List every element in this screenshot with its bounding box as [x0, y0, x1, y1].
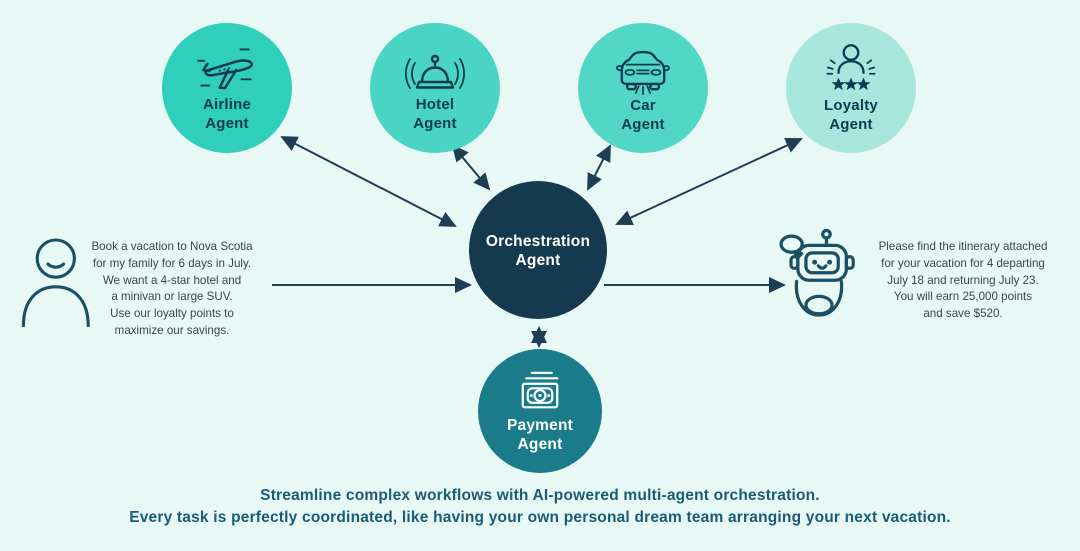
agent-label-payment: Payment Agent — [506, 416, 573, 453]
footer-line-1: Streamline complex workflows with AI-pow… — [260, 487, 820, 504]
agent-node-payment: Payment Agent — [478, 349, 602, 473]
agent-node-hotel: Hotel Agent — [370, 23, 500, 153]
assistant-reply-text: Please find the itinerary attached for y… — [878, 240, 1048, 321]
arrow-car-orchestration — [587, 144, 611, 191]
agent-node-orchestration: Orchestration Agent — [469, 181, 607, 319]
agent-node-loyalty: Loyalty Agent — [786, 23, 916, 153]
agent-node-car: Car Agent — [578, 23, 708, 153]
footer-line-2: Every task is perfectly coordinated, lik… — [129, 509, 951, 527]
footer-caption: Streamline complex workflows with AI-pow… — [0, 485, 1080, 530]
agent-label-hotel: Hotel Agent — [413, 96, 457, 132]
agent-label-orchestration: Orchestration Agent — [485, 232, 591, 269]
person-icon — [21, 238, 90, 327]
airplane-icon — [197, 48, 253, 90]
loyalty-member-stars-icon — [826, 44, 876, 91]
user-request-text: Book a vacation to Nova Scotia for my fa… — [91, 240, 253, 337]
banknote-icon — [521, 371, 559, 409]
arrow-hotel-orchestration — [451, 144, 491, 191]
agent-label-airline: Airline Agent — [202, 96, 252, 132]
agent-label-loyalty: Loyalty Agent — [824, 97, 878, 133]
robot-icon — [779, 228, 855, 317]
agent-node-airline: Airline Agent — [162, 23, 292, 153]
car-icon — [616, 51, 670, 96]
agent-label-car: Car Agent — [621, 97, 665, 133]
service-bell-icon — [404, 55, 466, 90]
